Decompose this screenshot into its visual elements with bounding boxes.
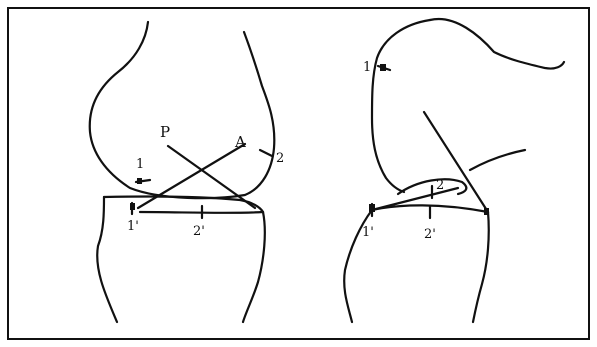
right-knee-figure (344, 19, 564, 322)
left-knee-figure (90, 22, 275, 322)
right-patella-curve (470, 150, 525, 170)
label-left-tibia-1: 1' (127, 219, 139, 234)
label-right-femur-1: 1 (363, 60, 371, 75)
left-femur-2-tick (260, 150, 272, 156)
left-tibia-plateau (104, 196, 263, 212)
right-femur-outline (372, 20, 430, 192)
label-right-tibia-1: 1' (362, 225, 374, 240)
left-tibia-shaft-left (97, 197, 117, 322)
left-tibia-1-marker (130, 203, 135, 210)
left-femur-outline (90, 22, 275, 198)
right-tibia-shaft-right (473, 212, 489, 322)
right-ligament-long (424, 112, 488, 212)
label-p: P (160, 123, 170, 141)
label-a: A (234, 133, 246, 151)
label-left-femur-1: 1 (136, 157, 144, 172)
right-femur-top (430, 19, 564, 69)
label-right-femur-2: 2 (436, 178, 444, 193)
left-femur-1-marker (137, 178, 142, 184)
right-tibia-end-marker (484, 208, 489, 215)
label-left-femur-2: 2 (276, 151, 284, 166)
left-tibia-shaft-right (243, 212, 265, 322)
label-left-tibia-2: 2' (193, 224, 205, 239)
right-tibia-1-marker (369, 204, 375, 212)
right-femur-1-marker (380, 64, 386, 71)
label-right-tibia-2: 2' (424, 227, 436, 242)
